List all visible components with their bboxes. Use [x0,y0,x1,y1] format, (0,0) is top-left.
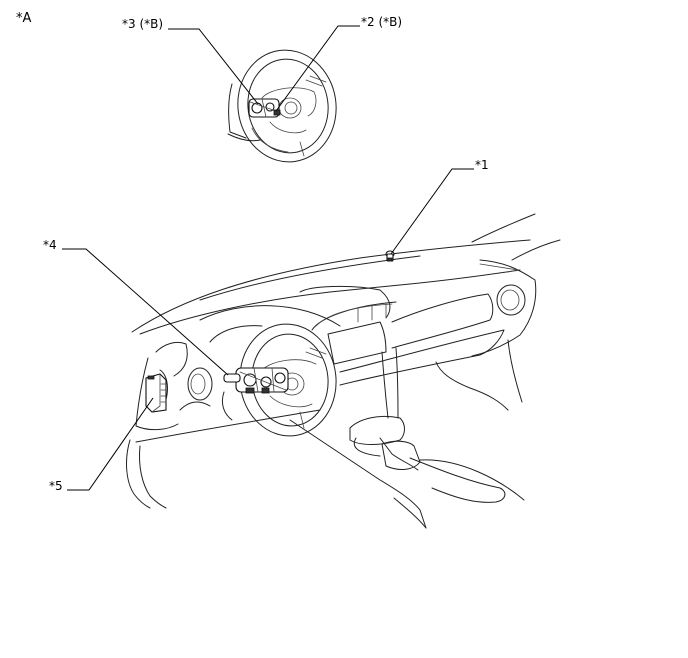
leader-lines [62,25,474,491]
view-label: *A [16,11,32,26]
part-4-combination-switch [223,367,289,394]
callout-2: *2 (*B) [361,15,402,29]
part-5-ecu-module [145,373,167,413]
callout-5: *5 [49,479,63,493]
callout-3: *3 (*B) [122,17,163,31]
leader-line-3 [168,28,259,105]
dashboard-illustration [126,213,561,529]
leader-line-1 [390,168,474,255]
steering-wheel-inset [227,49,337,163]
part-1-sensor [385,250,395,262]
combination-switch-inset [248,98,281,118]
leader-line-2 [275,25,360,112]
callout-4: *4 [43,238,57,252]
leader-line-5 [67,397,154,491]
leader-line-4 [62,248,229,376]
callout-1: *1 [475,158,489,172]
